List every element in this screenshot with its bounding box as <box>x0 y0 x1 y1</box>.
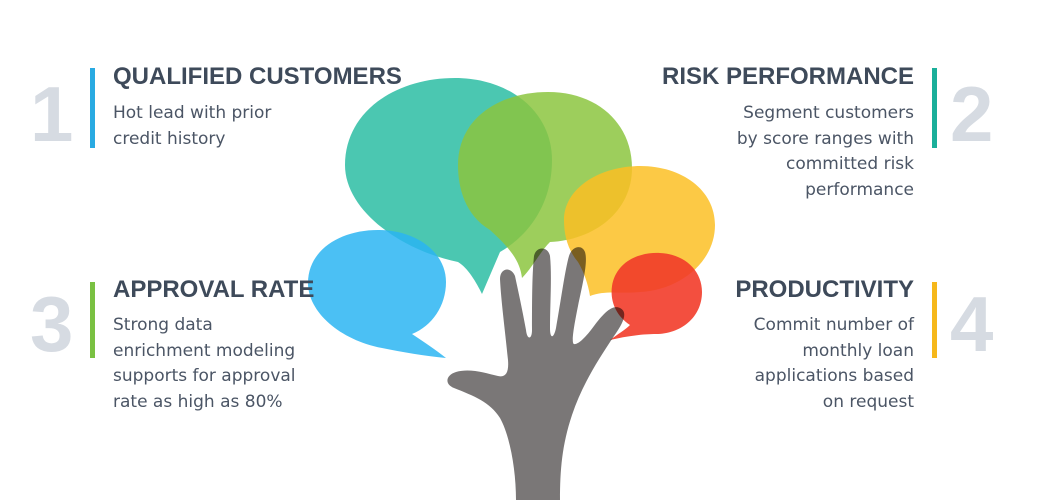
accent-bar <box>932 282 937 358</box>
step-number: 2 <box>950 70 994 158</box>
red-speech-bubble <box>610 252 702 340</box>
feature-title: APPROVAL RATE <box>113 276 315 303</box>
feature-title: QUALIFIED CUSTOMERS <box>113 63 402 90</box>
accent-bar <box>932 68 937 148</box>
step-number: 3 <box>30 280 74 368</box>
hand-icon <box>447 247 625 500</box>
feature-description: Strong data enrichment modeling supports… <box>113 315 296 412</box>
feature-description: Segment customers by score ranges with c… <box>736 103 914 200</box>
feature-description: Commit number of monthly loan applicatio… <box>753 315 914 412</box>
feature-title: RISK PERFORMANCE <box>661 63 914 90</box>
step-number: 1 <box>30 70 74 158</box>
feature-description: Hot lead with prior credit history <box>113 103 272 149</box>
accent-bar <box>90 282 95 358</box>
accent-bar <box>90 68 95 148</box>
blue-speech-bubble <box>308 230 446 358</box>
feature-title: PRODUCTIVITY <box>735 276 914 303</box>
step-number: 4 <box>950 280 994 368</box>
